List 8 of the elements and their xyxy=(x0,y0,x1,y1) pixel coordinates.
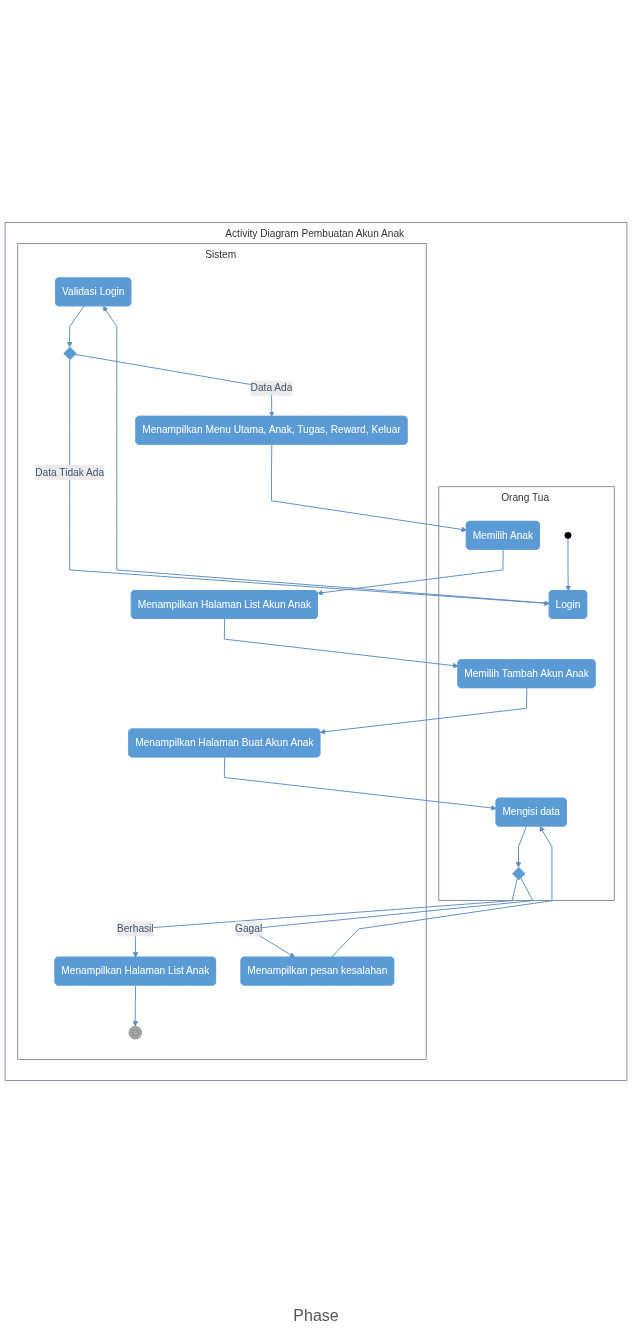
edge-label: Data Tidak Ada xyxy=(35,466,105,478)
edge-label: Gagal xyxy=(235,923,263,934)
phase-label: Phase xyxy=(293,1307,339,1324)
edge-label: Data Ada xyxy=(250,382,293,394)
node-circle xyxy=(564,531,572,539)
edge-label: Berhasil xyxy=(116,923,154,934)
node-diamond xyxy=(63,346,77,361)
node-diamond xyxy=(512,867,526,881)
